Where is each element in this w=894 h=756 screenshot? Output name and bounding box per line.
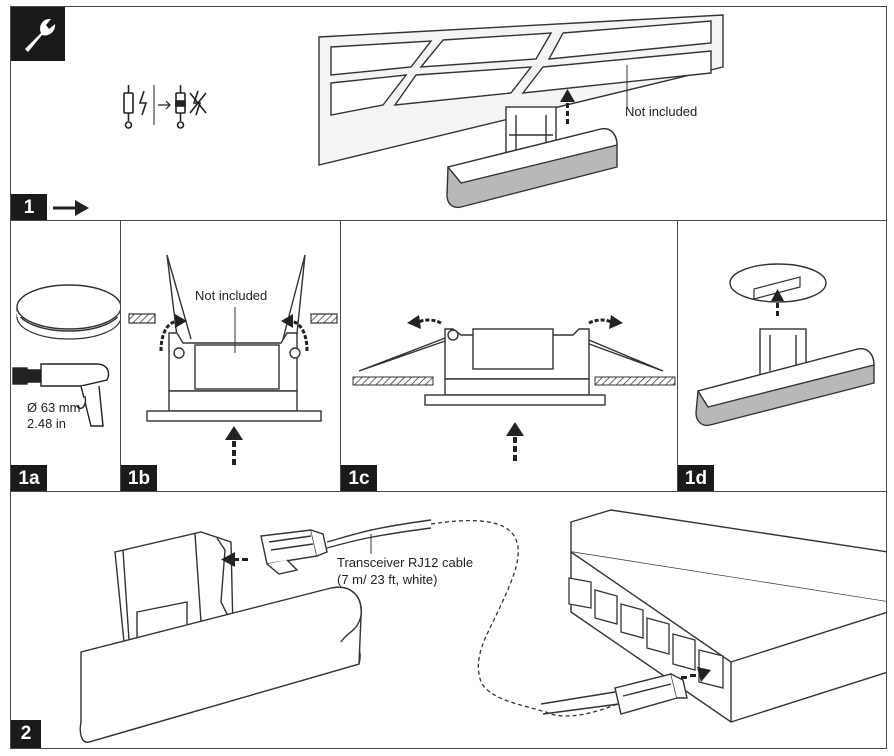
- cable-label-line1: Transceiver RJ12 cable: [337, 555, 474, 570]
- step-badge: 1d: [678, 465, 714, 492]
- not-included-label: Not included: [195, 288, 268, 303]
- step-badge: 1b: [121, 465, 157, 492]
- power-off-icon: [123, 85, 207, 129]
- cable-label-line2: (7 m/ 23 ft, white): [337, 572, 438, 587]
- panel-step-2: Transceiver RJ12 cable (7 m/ 23 ft, whit…: [10, 491, 887, 749]
- step-badge: 1: [11, 194, 47, 220]
- hole-illustration: [16, 284, 121, 340]
- diameter-in: 2.48 in: [27, 416, 67, 431]
- panel-step-1d: 1d: [677, 221, 887, 493]
- panel-step-1b: Not included 1b: [120, 221, 342, 493]
- step-badge: 1c: [341, 465, 377, 492]
- drill-icon: [12, 363, 110, 427]
- panel-step-1: Not included 1: [10, 6, 887, 221]
- lamp-mount-illustration: [695, 263, 875, 427]
- not-included-label: Not included: [625, 104, 698, 119]
- step-badge: 1a: [11, 465, 47, 492]
- diameter-mm: Ø 63 mm: [27, 400, 81, 415]
- arrow-right-icon: [53, 200, 89, 216]
- ceiling-illustration: [318, 14, 724, 209]
- panel-step-1a: Ø 63 mm 2.48 in 1a: [10, 221, 122, 493]
- step-badge: 2: [11, 720, 41, 748]
- cable-connection-illustration: [79, 509, 886, 743]
- panel-step-1c: 1c: [340, 221, 679, 493]
- wrench-icon: [11, 7, 65, 61]
- bracket-insert-illustration: [352, 315, 676, 461]
- bracket-spring-illustration: [128, 254, 338, 465]
